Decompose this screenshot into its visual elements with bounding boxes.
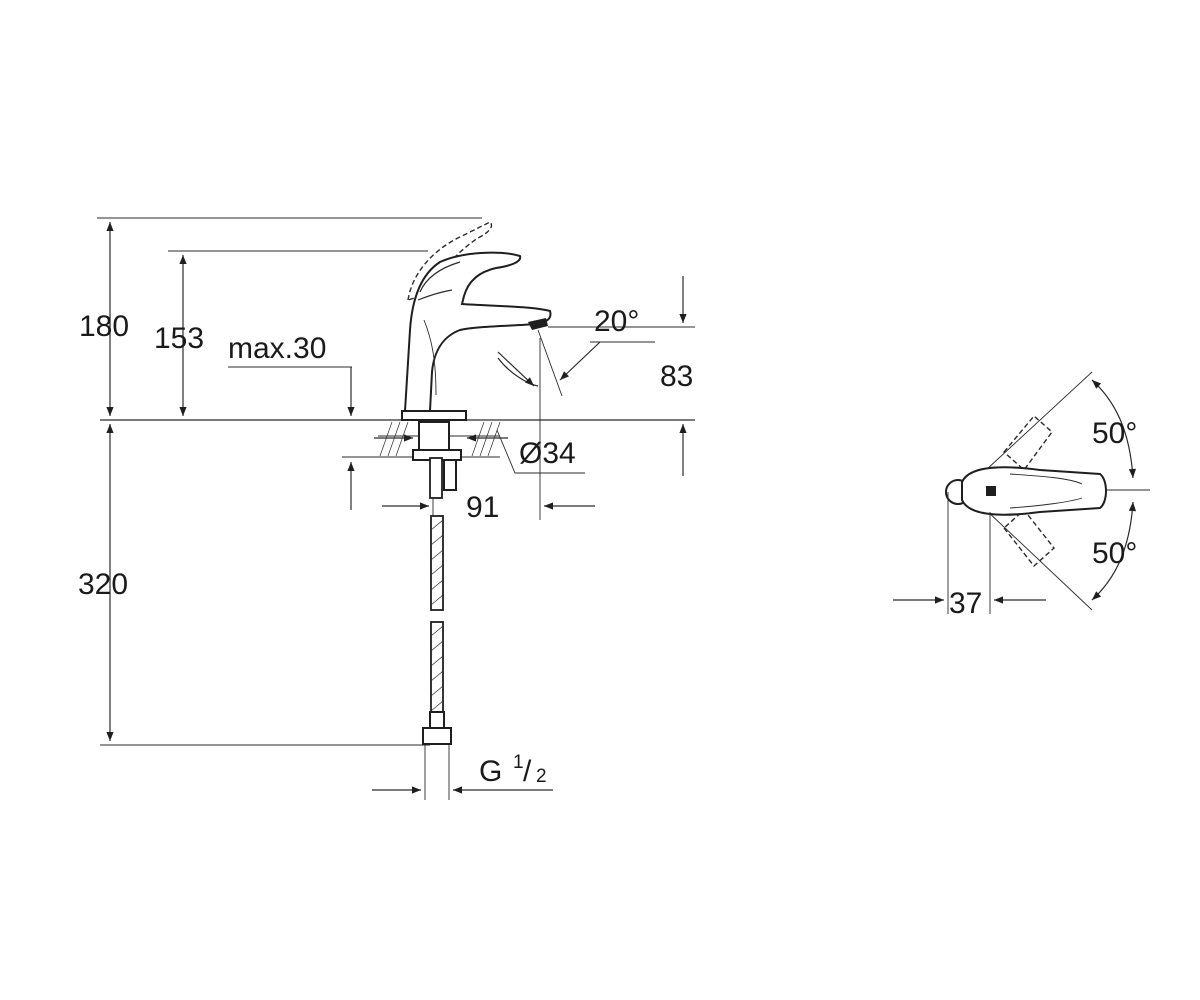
swing-ray-lower xyxy=(985,509,1093,611)
leader-d34 xyxy=(496,429,585,474)
label-thread-g: G xyxy=(479,755,502,788)
label-d34: Ø34 xyxy=(519,437,576,470)
hose-fitting-nut xyxy=(422,727,452,745)
side-view: 180 153 max.30 20° 83 Ø34 91 320 G 1 / 2 xyxy=(78,217,695,800)
label-180: 180 xyxy=(79,310,129,343)
handle-top xyxy=(961,466,1107,516)
handle-swing-upper-ghost xyxy=(1003,414,1053,472)
label-50deg-upper: 50° xyxy=(1092,417,1137,450)
faucet-handle-contour xyxy=(417,261,461,301)
faucet-body xyxy=(403,251,552,412)
label-50deg-lower: 50° xyxy=(1092,537,1137,570)
top-view: 50° 50° 37 xyxy=(893,371,1150,620)
label-thread-num: 1 xyxy=(513,752,524,773)
swing-arc-lower xyxy=(1091,501,1137,601)
label-20deg: 20° xyxy=(594,305,639,338)
hose-upper xyxy=(429,457,443,499)
angle-arc-20 xyxy=(497,357,539,387)
label-thread-den: 2 xyxy=(536,766,547,787)
fixing-stud xyxy=(443,459,457,491)
label-max30: max.30 xyxy=(228,332,326,365)
hose-middle xyxy=(430,515,444,611)
label-153: 153 xyxy=(154,322,204,355)
hose-fitting-neck xyxy=(429,711,445,729)
hose-texture xyxy=(430,519,444,712)
spout-aerator xyxy=(528,318,548,330)
label-320: 320 xyxy=(78,568,128,601)
faucet-shading xyxy=(423,319,437,396)
angle-arrow-right xyxy=(559,341,601,381)
hose-lower xyxy=(430,621,444,713)
handle-top-detail xyxy=(1009,473,1083,509)
handle-indicator xyxy=(986,486,996,496)
label-37: 37 xyxy=(949,587,982,620)
label-thread-slash: / xyxy=(523,755,532,788)
spout-axis xyxy=(537,329,563,397)
swing-arc-upper xyxy=(1091,379,1137,479)
label-83: 83 xyxy=(660,360,693,393)
label-91: 91 xyxy=(466,491,499,524)
handle-swing-lower-ghost xyxy=(1003,508,1055,568)
angle-arrow-left xyxy=(497,351,535,387)
base-flange xyxy=(401,410,467,421)
swing-ray-upper xyxy=(985,371,1093,471)
